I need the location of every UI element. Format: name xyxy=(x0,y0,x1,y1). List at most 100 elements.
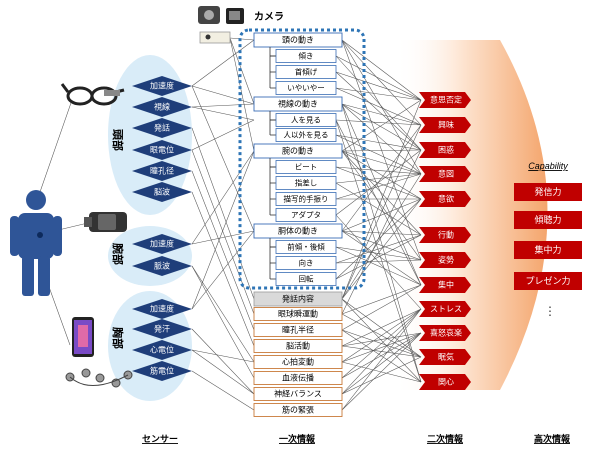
capability-label: プレゼン力 xyxy=(525,275,570,286)
sensor-label: 加速度 xyxy=(150,304,174,314)
primary-item-label: 傾き xyxy=(299,52,314,61)
secondary-info-label: 困惑 xyxy=(438,145,454,155)
connector-line xyxy=(335,246,422,261)
connector-line xyxy=(191,265,255,379)
secondary-info-label: 興味 xyxy=(438,120,454,130)
connector-line xyxy=(191,328,255,395)
connector-line xyxy=(335,87,422,101)
connector-line xyxy=(341,39,422,261)
sensor-label: 加速度 xyxy=(150,81,174,91)
sensor-diamond xyxy=(132,140,192,160)
sensor-group-label: 腕部 xyxy=(111,243,125,265)
secondary-info-arrow xyxy=(419,142,471,158)
electrode-sensors-icon xyxy=(65,368,133,388)
connector-line xyxy=(335,246,422,286)
sensor-diamond xyxy=(132,361,192,381)
connector-line xyxy=(191,119,255,151)
secondary-info-arrow xyxy=(419,325,471,341)
connector-line xyxy=(341,356,422,395)
secondary-info-label: 眠気 xyxy=(438,352,454,362)
sensor-label: 加速度 xyxy=(150,239,174,249)
secondary-info-arrow xyxy=(419,349,471,365)
primary-item-box xyxy=(275,49,337,63)
connector-line xyxy=(341,361,422,383)
connector-line xyxy=(229,37,255,152)
connector-line xyxy=(191,127,255,300)
sensor-diamond xyxy=(132,319,192,339)
camera-icon xyxy=(198,6,244,44)
connector-line xyxy=(341,308,422,363)
primary-item-label: 首傾げ xyxy=(295,67,318,77)
tree-connector xyxy=(269,47,276,88)
connector-line xyxy=(191,230,255,245)
physio-label: 心拍変動 xyxy=(282,357,314,367)
sensor-label: 視線 xyxy=(154,102,170,112)
connector-line xyxy=(191,106,255,121)
sensor-label: 脳波 xyxy=(154,187,170,197)
connector-line xyxy=(341,284,422,315)
connector-line xyxy=(191,85,255,105)
physio-label: 脳活動 xyxy=(286,341,310,351)
connector-line xyxy=(191,370,255,411)
primary-item-box xyxy=(275,65,337,79)
connector-line xyxy=(191,85,255,232)
connector-line xyxy=(335,234,422,264)
connector-line xyxy=(341,198,422,300)
capability-box xyxy=(514,183,582,201)
person-icon xyxy=(10,190,62,296)
secondary-info-label: 姿勢 xyxy=(438,255,454,265)
sensor-diamond xyxy=(132,76,192,96)
connector-line xyxy=(341,298,422,358)
capability-box xyxy=(514,211,582,229)
physio-label: 瞳孔半径 xyxy=(282,325,314,335)
sensor-label: 発汗 xyxy=(154,325,170,334)
physio-box xyxy=(253,403,343,417)
speech-content-box xyxy=(253,291,343,307)
footer-label-secondary: 二次情報 xyxy=(427,433,464,444)
connector-line xyxy=(335,198,422,280)
connector-line xyxy=(341,103,422,383)
eye-tracker-icon xyxy=(104,90,120,96)
primary-group-title: 腕の動き xyxy=(282,146,314,156)
sensor-diamond xyxy=(132,256,192,276)
connector-line xyxy=(341,39,422,126)
sensor-diamond xyxy=(132,182,192,202)
connector-line xyxy=(341,308,422,411)
capability-ellipsis: ⋮ xyxy=(544,304,556,318)
primary-item-label: 描写的手振り xyxy=(284,194,329,204)
physio-box xyxy=(253,323,343,337)
primary-group-box xyxy=(253,96,343,112)
sensor-group-label: 頭部 xyxy=(111,129,125,151)
connector-line xyxy=(341,308,422,347)
primary-item-label: ビート xyxy=(295,163,318,172)
primary-item-label: 人以外を見る xyxy=(284,130,329,140)
secondary-info-label: 集中 xyxy=(438,280,454,290)
connector-line xyxy=(335,55,422,101)
secondary-info-arrow xyxy=(419,277,471,293)
connector-line xyxy=(335,71,422,151)
connector-line xyxy=(191,349,255,395)
capability-label: 発信力 xyxy=(534,186,561,197)
connector-line xyxy=(335,71,422,101)
capability-box xyxy=(514,272,582,290)
connector-line xyxy=(341,332,422,363)
connector-line xyxy=(341,173,422,300)
connector-line xyxy=(191,191,255,347)
secondary-info-arrow xyxy=(419,374,471,390)
connector-line xyxy=(341,332,422,395)
connector-line xyxy=(191,170,255,331)
connector-line xyxy=(229,37,255,105)
connector-line xyxy=(341,99,422,300)
connector-line xyxy=(191,265,255,363)
secondary-info-label: 意図 xyxy=(438,169,454,179)
connector-line xyxy=(341,99,422,152)
connector-line xyxy=(335,87,422,126)
connector-line xyxy=(341,198,422,232)
secondary-info-label: 意思否定 xyxy=(430,95,462,105)
footer-label-advanced: 高次情報 xyxy=(534,433,571,444)
connector-line xyxy=(335,173,422,200)
tree-connector xyxy=(269,238,276,279)
primary-group-title: 頭の動き xyxy=(282,36,314,45)
connector-line xyxy=(335,166,422,200)
